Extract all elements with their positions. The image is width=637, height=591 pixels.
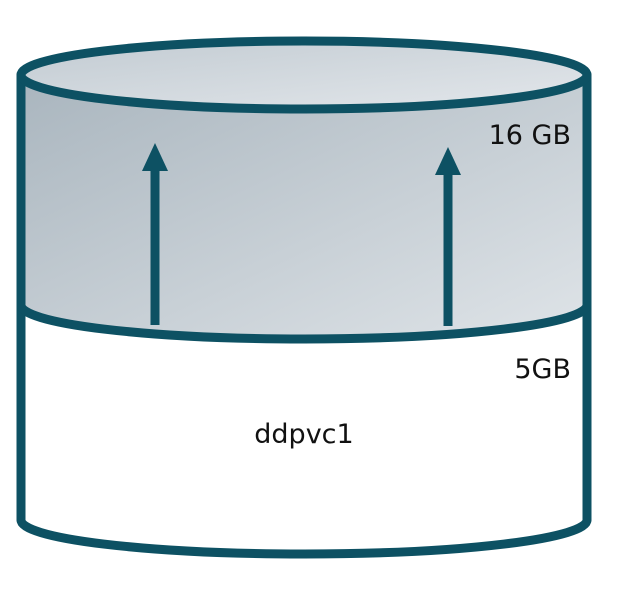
arrow-up-icon [435, 147, 461, 326]
original-size-label: 5GB [514, 354, 571, 385]
expanded-volume-section [21, 75, 587, 339]
cylinder-top [16, 36, 592, 114]
cylinder-bottom-edge [16, 519, 592, 559]
volume-name-label: ddpvc1 [254, 419, 353, 450]
expansion-boundary-line [16, 304, 592, 344]
arrow-up-icon [142, 143, 168, 325]
original-volume-section [21, 305, 587, 554]
expanded-size-label: 16 GB [489, 120, 571, 151]
